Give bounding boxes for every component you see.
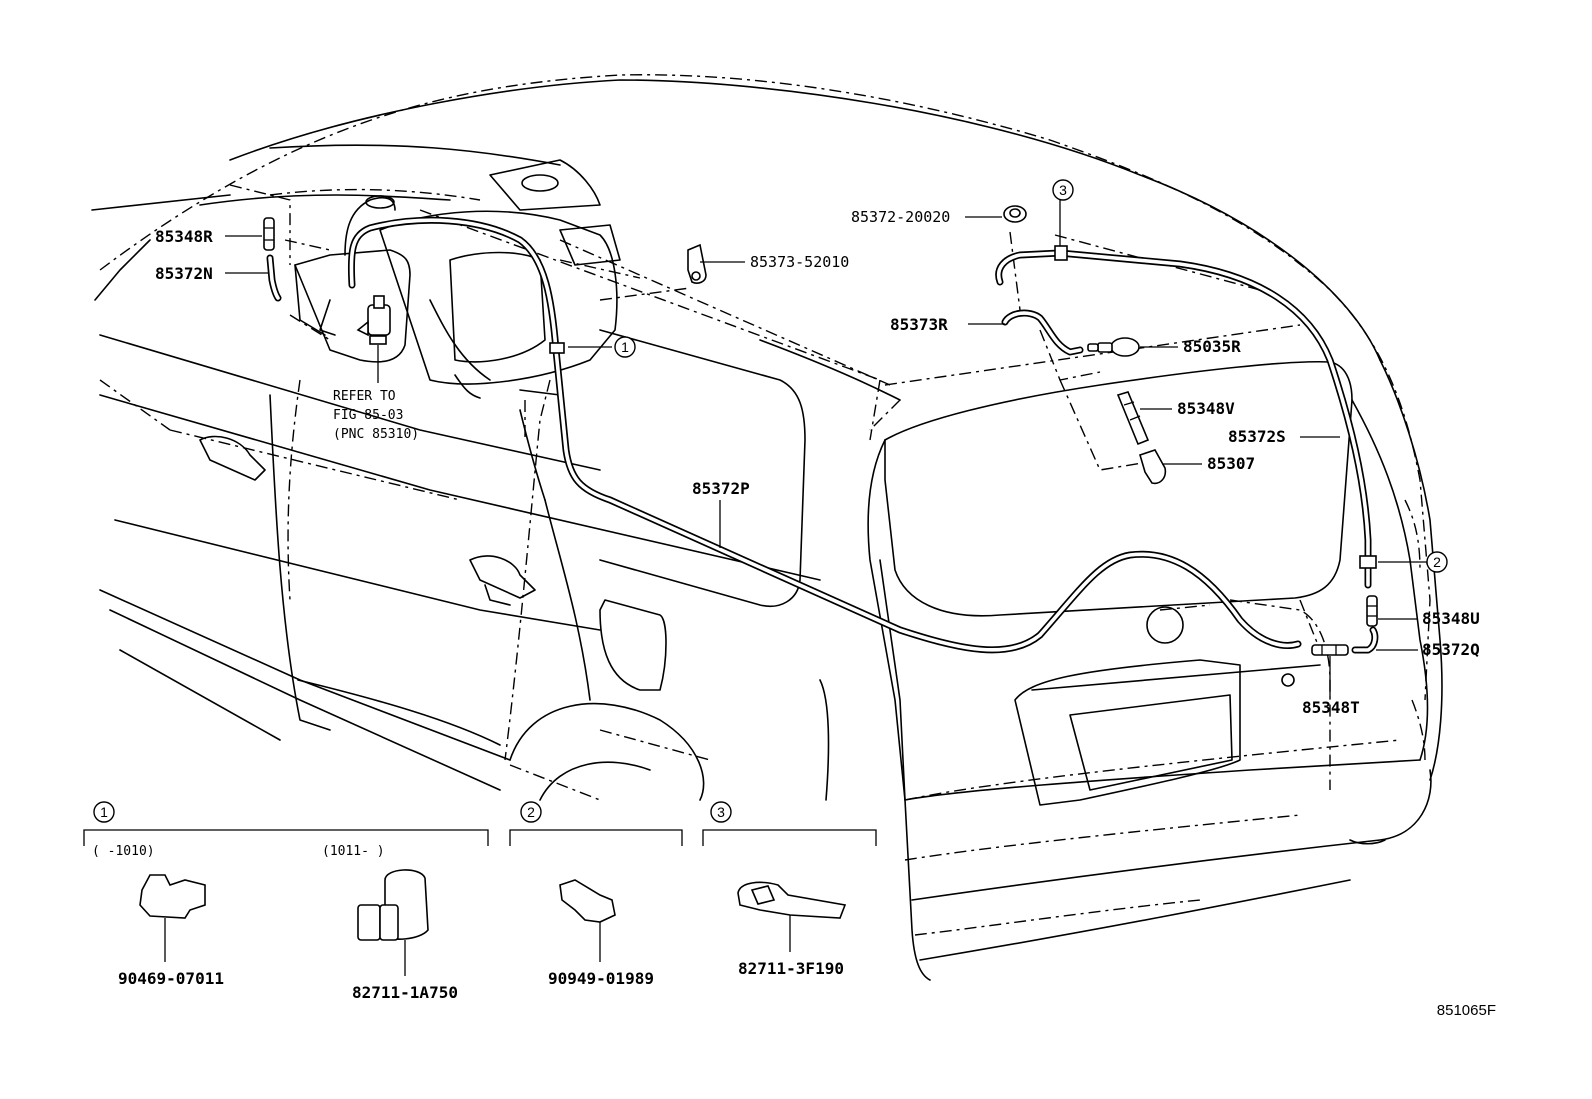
label-85035R: 85035R xyxy=(1183,337,1241,356)
clip-marker-1 xyxy=(549,342,565,354)
clip-90949-01989 xyxy=(559,879,616,923)
svg-text:3: 3 xyxy=(717,804,725,820)
label-85348R: 85348R xyxy=(155,227,213,246)
washer-hoses xyxy=(266,216,1379,654)
svg-text:2: 2 xyxy=(527,804,535,820)
detail-group-2: 2 90949-01989 xyxy=(509,801,683,988)
label-90949-01989: 90949-01989 xyxy=(548,969,654,988)
svg-text:1: 1 xyxy=(621,339,629,355)
marker-3-main: 3 xyxy=(1052,179,1074,201)
marker-2-main: 2 xyxy=(1426,551,1448,573)
label-85373R: 85373R xyxy=(890,315,948,334)
label-85307: 85307 xyxy=(1207,454,1255,473)
marker-1-main: 1 xyxy=(614,336,636,358)
joint-85348V xyxy=(1116,391,1150,446)
label-85372Q: 85372Q xyxy=(1422,640,1480,659)
dashed-reference-lines xyxy=(99,74,1431,936)
nozzle-85307 xyxy=(1139,449,1167,485)
svg-text:( -1010): ( -1010) xyxy=(92,844,155,859)
svg-text:3: 3 xyxy=(1059,182,1067,198)
joint-85348U xyxy=(1366,595,1378,627)
label-85348T: 85348T xyxy=(1302,698,1360,717)
svg-text:2: 2 xyxy=(1433,554,1441,570)
label-85348U: 85348U xyxy=(1422,609,1480,628)
figure-id: 851065F xyxy=(1437,1002,1496,1019)
label-90469-07011: 90469-07011 xyxy=(118,969,224,988)
label-82711-3F190: 82711-3F190 xyxy=(738,959,844,978)
detail-group-1: 1 ( -1010) (1011- ) 90469-07011 82711-1A… xyxy=(83,801,489,1002)
label-85373-52010: 85373-52010 xyxy=(750,253,849,271)
leader-lines xyxy=(225,200,1427,697)
svg-text:REFER TO: REFER TO xyxy=(333,389,396,404)
connectors-and-clips xyxy=(263,205,1378,656)
svg-text:(PNC 85310): (PNC 85310) xyxy=(333,427,419,442)
svg-text:(1011- ): (1011- ) xyxy=(322,844,385,859)
clip-marker-2 xyxy=(1359,555,1377,569)
joint-85348T xyxy=(1311,644,1349,656)
svg-text:FIG 85-03: FIG 85-03 xyxy=(333,408,403,423)
clip-marker-3 xyxy=(1054,245,1068,261)
label-85348V: 85348V xyxy=(1177,399,1235,418)
check-valve-85035R xyxy=(1110,337,1140,357)
svg-text:1: 1 xyxy=(100,804,108,820)
washer-pump xyxy=(367,304,391,336)
joint-85348R xyxy=(263,217,275,251)
label-82711-1A750: 82711-1A750 xyxy=(352,983,458,1002)
label-85372-20020: 85372-20020 xyxy=(851,208,950,226)
label-85372N: 85372N xyxy=(155,264,213,283)
clip-82711-3F190 xyxy=(737,881,847,919)
clip-90469-07011 xyxy=(139,874,206,919)
refer-note: REFER TO FIG 85-03 (PNC 85310) xyxy=(333,389,419,442)
vehicle-body-outline xyxy=(91,79,1443,981)
detail-group-3: 3 82711-3F190 xyxy=(702,801,877,978)
label-85372S: 85372S xyxy=(1228,427,1286,446)
label-85372P: 85372P xyxy=(692,479,750,498)
